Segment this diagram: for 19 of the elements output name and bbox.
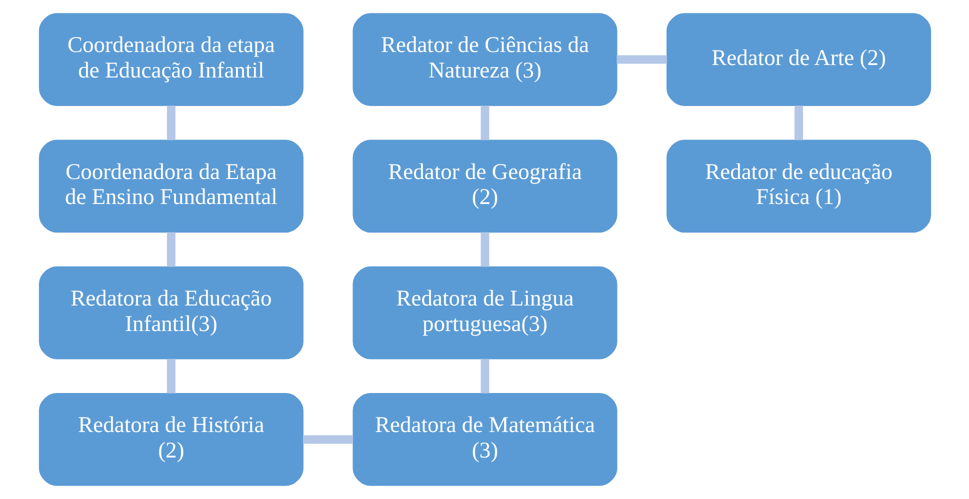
connector	[302, 435, 353, 444]
node-box: Coordenadora da Etapa de Ensino Fundamental	[38, 140, 303, 233]
node-box: Redatora de Matemática (3)	[352, 393, 617, 486]
node-box: Redator de Geografia (2)	[352, 140, 617, 233]
node-box: Redatora da Educação Infantil(3)	[38, 266, 303, 360]
connector	[616, 55, 666, 64]
node-box: Redatora de Lingua portuguesa(3)	[352, 266, 617, 360]
node-box: Redator de Arte (2)	[666, 13, 931, 106]
connector	[480, 358, 489, 394]
connector	[480, 106, 489, 140]
connector	[166, 358, 175, 394]
connector	[166, 232, 175, 267]
node-box: Redator de Ciências da Natureza (3)	[352, 13, 617, 106]
node-box: Coordenadora da etapa de Educação Infantil	[38, 13, 303, 106]
node-box: Redator de educação Física (1)	[666, 140, 931, 233]
node-box: Redatora de História (2)	[38, 393, 303, 486]
connector	[794, 106, 803, 140]
connector	[166, 106, 175, 140]
connector	[480, 232, 489, 267]
